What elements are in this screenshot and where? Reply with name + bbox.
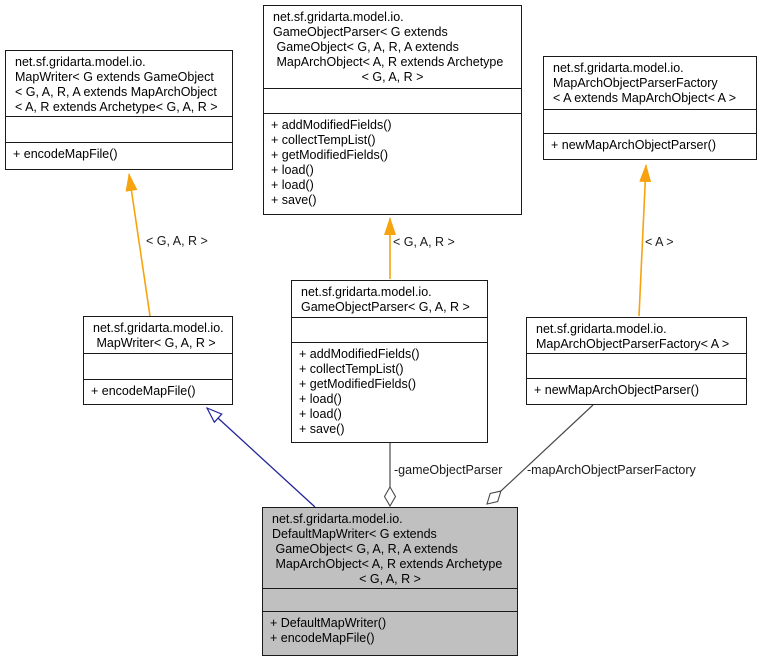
class-method: + addModifiedFields() (271, 118, 392, 132)
class-title-line: net.sf.gridarta.model.io. (273, 10, 404, 24)
class-title-line: MapWriter< G extends GameObject (15, 70, 214, 84)
class-title: net.sf.gridarta.model.io. MapArchObjectP… (544, 57, 756, 109)
class-title: net.sf.gridarta.model.io. MapArchObjectP… (527, 318, 746, 353)
class-method: + load() (271, 178, 314, 192)
class-attributes-section (292, 317, 487, 342)
class-title-line: MapWriter< G, A, R > (93, 336, 216, 350)
member-edge-label: -mapArchObjectParserFactory (527, 463, 696, 477)
template-edge-mapwriter (125, 173, 151, 317)
class-methods-section: + addModifiedFields() + collectTempList(… (292, 342, 487, 442)
class-method: + collectTempList() (271, 133, 376, 147)
class-title-line: net.sf.gridarta.model.io. (536, 322, 667, 336)
class-attributes-section (527, 353, 746, 378)
class-title-line: GameObjectParser< G, A, R > (301, 300, 470, 314)
class-title-line: net.sf.gridarta.model.io. (301, 285, 432, 299)
class-title-line: net.sf.gridarta.model.io. (272, 512, 403, 526)
member-edge-label: -gameObjectParser (394, 463, 503, 477)
class-method: + encodeMapFile() (270, 631, 375, 645)
class-methods-section: + addModifiedFields() + collectTempList(… (264, 113, 521, 214)
template-edge-label: < G, A, R > (146, 234, 208, 248)
class-title-line: < G, A, R > (361, 70, 424, 84)
class-title-line: MapArchObjectParserFactory< A > (536, 337, 730, 351)
class-method: + load() (299, 392, 342, 406)
class-methods-section: + encodeMapFile() (6, 142, 232, 169)
class-method: + getModifiedFields() (271, 148, 389, 162)
class-attributes-section (84, 353, 232, 379)
class-method: + save() (299, 422, 345, 436)
class-method: + getModifiedFields() (299, 377, 417, 391)
class-title-line: GameObject< G, A, R, A extends (273, 40, 459, 54)
class-title-line: net.sf.gridarta.model.io. (15, 55, 146, 69)
inheritance-edge-defaultmapwriter-mapwriter (207, 408, 316, 508)
class-method: + newMapArchObjectParser() (551, 138, 716, 152)
template-edge-maparchobjectparserfactory (638, 164, 652, 317)
class-title-line: net.sf.gridarta.model.io. (93, 321, 224, 335)
class-method: + addModifiedFields() (299, 347, 420, 361)
class-box-map-arch-object-parser-factory-generic[interactable]: net.sf.gridarta.model.io. MapArchObjectP… (543, 56, 757, 160)
template-edge-label: < A > (645, 235, 674, 249)
class-method: + DefaultMapWriter() (270, 616, 387, 630)
class-attributes-section (263, 588, 517, 611)
class-method: + encodeMapFile() (91, 384, 196, 398)
class-box-map-writer-generic[interactable]: net.sf.gridarta.model.io. MapWriter< G e… (5, 50, 233, 170)
class-title-line: < A, R extends Archetype< G, A, R > (15, 100, 218, 114)
class-method: + load() (299, 407, 342, 421)
class-methods-section: + encodeMapFile() (84, 379, 232, 404)
class-title-line: DefaultMapWriter< G extends (272, 527, 437, 541)
class-title-line: MapArchObject< A, R extends Archetype (273, 55, 504, 69)
class-method: + newMapArchObjectParser() (534, 383, 699, 397)
class-title-line: < G, A, R > (359, 572, 421, 586)
class-box-default-map-writer[interactable]: net.sf.gridarta.model.io. DefaultMapWrit… (262, 507, 518, 656)
class-title-line: < G, A, R, A extends MapArchObject (15, 85, 217, 99)
class-title-line: < A extends MapArchObject< A > (553, 91, 737, 105)
aggregation-edge-maparchobjectparserfactory (487, 404, 594, 504)
class-title: net.sf.gridarta.model.io. GameObjectPars… (292, 281, 487, 317)
class-methods-section: + newMapArchObjectParser() (527, 378, 746, 404)
class-box-map-arch-object-parser-factory[interactable]: net.sf.gridarta.model.io. MapArchObjectP… (526, 317, 747, 405)
class-box-game-object-parser-generic[interactable]: net.sf.gridarta.model.io. GameObjectPars… (263, 5, 522, 215)
class-method: + load() (271, 163, 314, 177)
template-edge-label: < G, A, R > (393, 235, 455, 249)
class-title: net.sf.gridarta.model.io. MapWriter< G e… (6, 51, 232, 116)
class-attributes-section (544, 109, 756, 133)
class-method: + save() (271, 193, 317, 207)
class-attributes-section (264, 88, 521, 113)
class-title-line: GameObject< G, A, R, A extends (272, 542, 458, 556)
class-title-line: MapArchObject< A, R extends Archetype (272, 557, 503, 571)
class-box-game-object-parser[interactable]: net.sf.gridarta.model.io. GameObjectPars… (291, 280, 488, 443)
class-title-line: GameObjectParser< G extends (273, 25, 448, 39)
class-method: + encodeMapFile() (13, 147, 118, 161)
class-methods-section: + DefaultMapWriter() + encodeMapFile() (263, 611, 517, 655)
class-title-line: MapArchObjectParserFactory (553, 76, 718, 90)
class-title: net.sf.gridarta.model.io. MapWriter< G, … (84, 317, 232, 353)
class-box-map-writer[interactable]: net.sf.gridarta.model.io. MapWriter< G, … (83, 316, 233, 405)
class-attributes-section (6, 116, 232, 142)
class-title: net.sf.gridarta.model.io. DefaultMapWrit… (263, 508, 517, 588)
class-title: net.sf.gridarta.model.io. GameObjectPars… (264, 6, 521, 88)
class-method: + collectTempList() (299, 362, 404, 376)
class-methods-section: + newMapArchObjectParser() (544, 133, 756, 159)
class-title-line: net.sf.gridarta.model.io. (553, 61, 684, 75)
